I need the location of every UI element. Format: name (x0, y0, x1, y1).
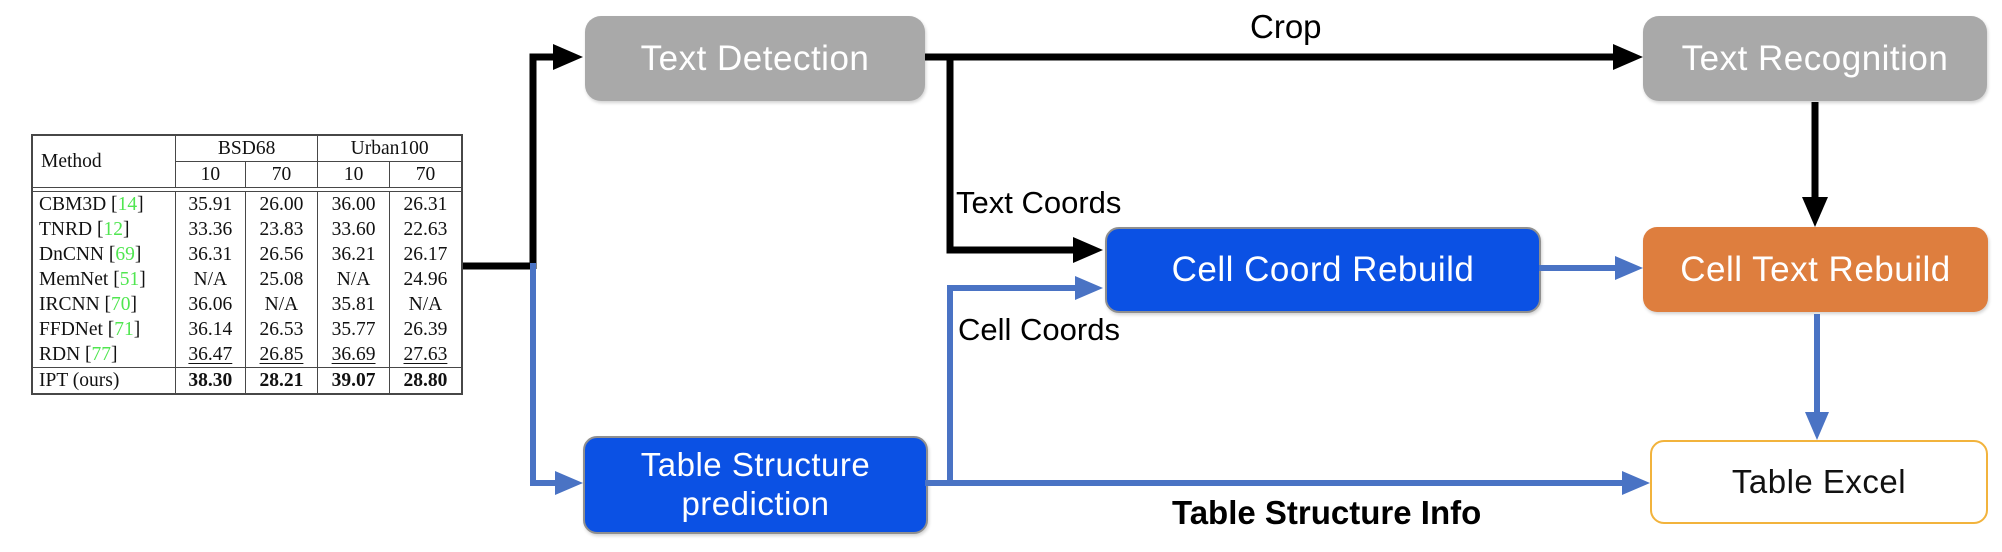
value-cell: N/A (388, 292, 462, 317)
input-results-table: Method BSD68 Urban100 10 70 10 70 CBM3D … (31, 134, 463, 395)
node-label: Table Excel (1731, 462, 1907, 500)
node-text-recognition: Text Recognition (1643, 16, 1987, 101)
node-label: Table Structure prediction (640, 446, 871, 522)
edge-branch-to-text-detection (529, 44, 583, 269)
group-header-bsd68: BSD68 (175, 135, 318, 162)
method-cell: FFDNet [71] (39, 318, 141, 340)
node-label: Cell Coord Rebuild (1171, 250, 1475, 290)
value-cell: 22.63 (388, 217, 462, 242)
value-cell: N/A (175, 267, 246, 292)
citation-number: 70 (111, 293, 131, 315)
value-cell: 35.77 (317, 317, 390, 342)
node-table-structure-prediction: Table Structure prediction (583, 436, 928, 534)
value-cell: 26.31 (388, 191, 462, 217)
node-cell-text-rebuild: Cell Text Rebuild (1643, 227, 1988, 312)
citation-number: 77 (91, 343, 112, 365)
edge-label-crop: Crop (1250, 8, 1322, 45)
value-cell: 26.39 (388, 317, 462, 342)
method-cell: DnCNN [69] (39, 243, 142, 265)
table-header-row: Method BSD68 Urban100 (32, 135, 462, 188)
noise-level-header: 10 (175, 161, 246, 188)
edge-text-coords-to-cell-coord-rebuild (946, 60, 1103, 263)
noise-level-header: 70 (388, 161, 462, 188)
value-cell: 23.83 (244, 217, 318, 242)
value-cell: 28.21 (244, 367, 318, 394)
value-cell: 36.14 (175, 317, 246, 342)
noise-level-header: 70 (244, 161, 318, 188)
value-cell: 36.06 (175, 292, 246, 317)
value-cell: 35.91 (175, 191, 246, 217)
method-cell: MemNet [51] (39, 268, 146, 290)
citation-number: 71 (114, 318, 134, 340)
noise-level-header: 10 (317, 161, 390, 188)
node-cell-coord-rebuild: Cell Coord Rebuild (1105, 227, 1541, 313)
results-table-header: Method BSD68 Urban100 10 70 10 70 (32, 135, 462, 188)
value-cell: 39.07 (317, 367, 390, 394)
value-cell: 26.85 (244, 342, 318, 368)
header-body-divider (32, 187, 462, 192)
value-cell: 24.96 (388, 267, 462, 292)
value-cell: 25.08 (244, 267, 318, 292)
node-label: Text Recognition (1681, 38, 1949, 78)
method-cell: IRCNN [70] (39, 293, 138, 315)
citation-number: 51 (119, 268, 140, 290)
method-cell: CBM3D [14] (39, 193, 144, 215)
value-cell: 27.63 (388, 342, 462, 368)
citation-number: 69 (115, 243, 135, 265)
value-cell: 26.56 (244, 242, 318, 267)
node-text-detection: Text Detection (585, 16, 925, 101)
citation-number: 14 (117, 193, 138, 215)
method-column-header: Method (32, 135, 176, 188)
value-cell: 26.17 (388, 242, 462, 267)
edge-branch-to-table-structure-prediction (530, 263, 583, 495)
node-label: Cell Text Rebuild (1680, 249, 1951, 289)
value-cell: 36.47 (175, 342, 246, 368)
method-cell: RDN [77] (39, 343, 118, 365)
value-cell: 35.81 (317, 292, 390, 317)
value-cell: 36.00 (317, 191, 390, 217)
value-cell: 36.21 (317, 242, 390, 267)
value-cell: 36.31 (175, 242, 246, 267)
value-cell: N/A (244, 292, 318, 317)
edge-label-table-structure-info: Table Structure Info (1172, 494, 1482, 531)
value-cell: N/A (317, 267, 390, 292)
value-cell: 36.69 (317, 342, 390, 368)
edge-label-cell-coords: Cell Coords (958, 312, 1120, 347)
node-label: Text Detection (640, 38, 870, 78)
edge-label-text-coords: Text Coords (956, 185, 1122, 220)
table-subheader-row: 10 70 10 70 (32, 161, 462, 188)
node-table-excel: Table Excel (1650, 440, 1988, 524)
value-cell: 26.53 (244, 317, 318, 342)
method-cell: TNRD [12] (39, 218, 130, 240)
value-cell: 33.60 (317, 217, 390, 242)
value-cell: 26.00 (244, 191, 318, 217)
value-cell: 28.80 (388, 367, 462, 394)
citation-number: 12 (103, 218, 123, 240)
method-cell: IPT (ours) (32, 367, 176, 394)
value-cell: 38.30 (175, 367, 246, 394)
value-cell: 33.36 (175, 217, 246, 242)
group-header-urban100: Urban100 (317, 135, 462, 162)
